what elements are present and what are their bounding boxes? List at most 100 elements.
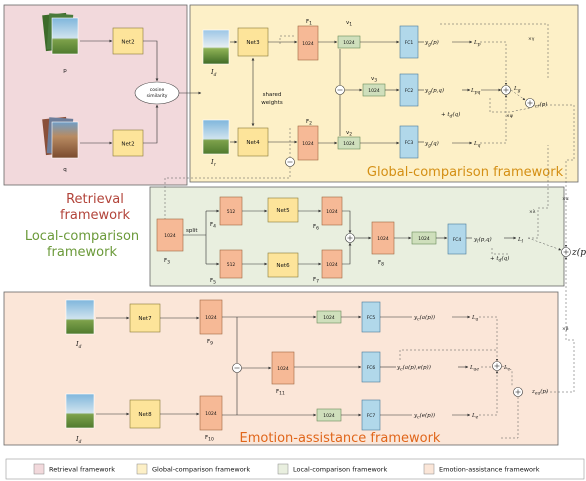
f10-value: 1024	[205, 411, 217, 417]
f11-box	[271, 351, 295, 385]
f10-label: F10	[205, 435, 214, 443]
image-id-emo-bottom-label: Id	[75, 435, 82, 445]
legend-swatch-retrieval	[33, 463, 45, 475]
lg-label: Lg	[513, 86, 521, 94]
zea-label: zea(p)	[531, 388, 548, 397]
cosine-label-2: similarity	[147, 93, 168, 99]
v2-value: 1024	[343, 141, 355, 147]
v1-label: v1	[346, 20, 352, 28]
local-green-value: 1024	[418, 236, 430, 242]
legend-label-global: Global-comparison framework	[152, 466, 250, 474]
f7-label: F7	[313, 277, 319, 285]
image-id-global	[202, 29, 230, 65]
global-title: Global-comparison framework	[367, 165, 564, 180]
f2-label: F2	[306, 119, 312, 127]
f8-label: F8	[378, 260, 384, 268]
net5-box	[267, 197, 299, 223]
v3-label: v3	[371, 76, 377, 84]
legend: Retrieval framework Global-comparison fr…	[5, 458, 585, 480]
f2-value: 1024	[302, 141, 314, 147]
cosine-similarity-node	[134, 81, 180, 105]
image-id-emo-top	[65, 299, 95, 335]
yg-p-label: yg(p)	[424, 39, 439, 48]
f6-label: F6	[313, 224, 319, 232]
yg-pq-label: yg(p,q)	[424, 87, 444, 96]
lc-label: Lc	[503, 365, 511, 373]
net3-label: Net3	[246, 40, 260, 46]
net5-label: Net5	[276, 208, 290, 214]
emo-green-value-2: 1024	[323, 413, 335, 419]
f5-value: 512	[227, 262, 236, 268]
retrieval-title-1: Retrieval	[66, 192, 124, 207]
f1-value: 1024	[302, 41, 314, 47]
times-psi: ×ψ	[506, 113, 513, 119]
v2-label: v2	[346, 130, 352, 138]
yc-ae-label: yc(a(p),e(p))	[396, 364, 431, 373]
fc2-label: FC2	[405, 88, 414, 94]
yc-a-label: yc(a(p))	[413, 314, 435, 323]
legend-label-local: Local-comparison framework	[293, 466, 387, 474]
f7-value: 1024	[326, 262, 338, 268]
retrieval-title-2: framework	[60, 208, 130, 223]
lae-label: Lae	[469, 365, 479, 373]
image-id-emo-top-label: Id	[75, 340, 82, 350]
net6-label: Net6	[276, 263, 290, 269]
td-global-label: + td(q)	[441, 111, 460, 120]
f3-box	[156, 218, 184, 252]
td-local-label: + td(q)	[490, 255, 509, 264]
f11-label: F11	[276, 389, 285, 397]
image-ir-label: Ir	[210, 158, 217, 168]
f11-value: 1024	[277, 366, 289, 372]
cosine-label-1: cosine	[150, 87, 165, 93]
f4-value: 512	[227, 209, 236, 215]
net2-top-label: Net2	[121, 40, 134, 46]
net4-box	[237, 127, 269, 157]
emo-green-value-1: 1024	[323, 315, 335, 321]
image-id-label: Id	[210, 68, 217, 78]
f6-value: 1024	[326, 209, 338, 215]
image-stack-q	[42, 116, 79, 159]
shared-weights-1: shared	[263, 92, 282, 98]
emotion-title: Emotion-assistance framework	[240, 431, 441, 446]
f3-label: F3	[164, 258, 170, 266]
f5-label: F5	[210, 278, 216, 286]
net7-label: Net7	[138, 316, 152, 322]
lpq-label: Lpq	[470, 88, 481, 96]
times-alpha: ×α	[562, 196, 569, 202]
net2-bottom	[112, 129, 144, 157]
image-stack-p	[42, 12, 79, 55]
legend-swatch-emotion	[423, 463, 435, 475]
ll-label: Ll	[517, 237, 524, 245]
times-beta: ×β	[562, 326, 569, 332]
local-title-1: Local-comparison	[25, 229, 139, 244]
fc4-label: FC4	[453, 237, 462, 243]
le-label: Le	[471, 413, 479, 421]
fc4-box	[447, 223, 467, 255]
net4-label: Net4	[246, 140, 260, 146]
f1-label: F1	[306, 19, 312, 27]
yc-e-label: yc(e(p))	[413, 412, 435, 421]
legend-label-retrieval: Retrieval framework	[49, 466, 115, 474]
legend-swatch-local	[277, 463, 289, 475]
fc3-label: FC3	[405, 140, 414, 146]
net8-label: Net8	[138, 412, 152, 418]
legend-label-emotion: Emotion-assistance framework	[439, 466, 540, 474]
f4-label: F4	[210, 222, 216, 230]
z-final-label: z(p)	[571, 247, 586, 258]
f9-label: F9	[207, 339, 213, 347]
local-title-2: framework	[47, 245, 117, 260]
legend-swatch-global	[136, 463, 148, 475]
f1-box	[297, 25, 319, 61]
net2-bottom-label: Net2	[121, 142, 134, 148]
lq-label: Lq	[473, 141, 481, 149]
times-gamma: ×γ	[528, 36, 535, 42]
fc7-label: FC7	[367, 413, 376, 419]
f9-value: 1024	[205, 315, 217, 321]
image-p-label: p	[63, 68, 67, 74]
local-panel	[149, 186, 565, 287]
times-lambda: ×λ	[529, 209, 536, 215]
lp-label: Lp	[473, 40, 481, 48]
image-q-label: q	[63, 167, 67, 173]
net7-box	[129, 303, 161, 333]
